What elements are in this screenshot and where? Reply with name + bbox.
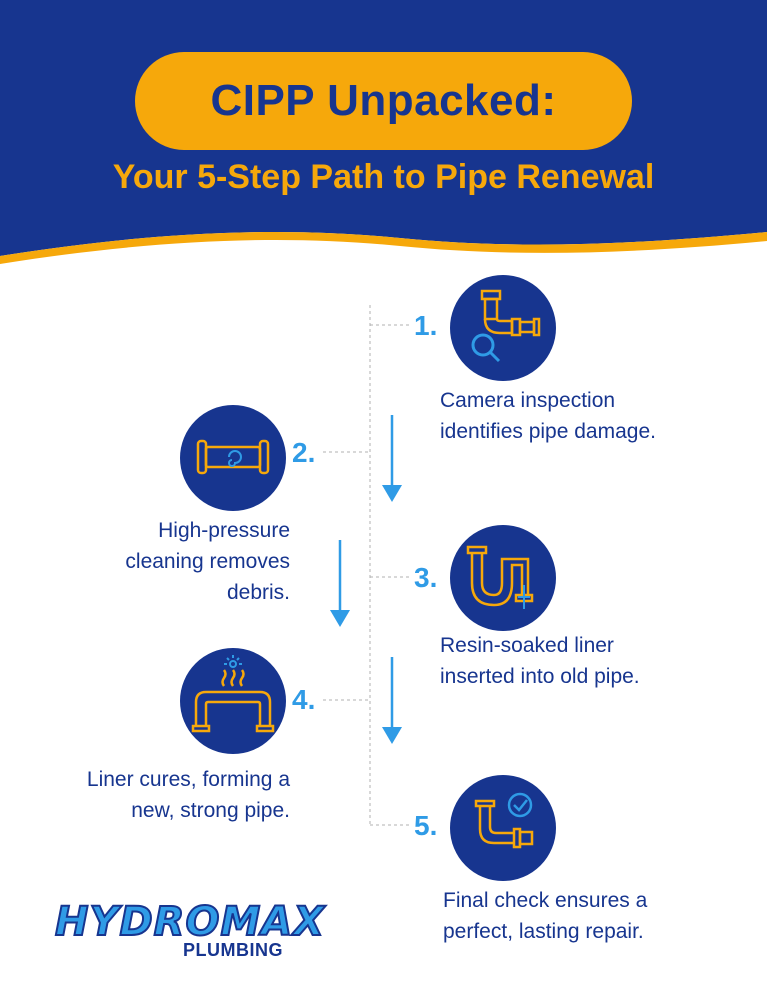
step-text-1: Camera inspection identifies pipe damage… <box>440 389 656 443</box>
arrow-down-icon <box>382 415 402 502</box>
pipe-cleaning-swirl-icon <box>180 405 286 511</box>
page-subtitle: Your 5-Step Path to Pipe Renewal <box>112 158 655 196</box>
step-text-3: Resin-soaked liner inserted into old pip… <box>440 634 640 688</box>
logo-wordmark: HYDROMAX <box>54 899 326 945</box>
step-number-3: 3. <box>414 562 438 593</box>
heated-pipe-icon <box>180 648 286 754</box>
arrows <box>330 415 402 744</box>
step-number-1: 1. <box>414 310 438 341</box>
step-number-4: 4. <box>292 684 316 715</box>
step-text-2: High-pressure cleaning removes debris. <box>125 519 290 604</box>
pipe-inspection-magnifier-icon <box>450 275 556 381</box>
page-title: CIPP Unpacked: <box>210 76 557 125</box>
step-text-4: Liner cures, forming a new, strong pipe. <box>86 768 290 822</box>
logo-subtext: PLUMBING <box>183 940 283 960</box>
dotted-timeline <box>323 305 410 826</box>
u-bend-liner-icon <box>450 525 556 631</box>
pipe-checkmark-icon <box>450 775 556 881</box>
hydromax-logo: HYDROMAX PLUMBING <box>54 899 325 964</box>
arrow-down-icon <box>382 657 402 744</box>
step-text-5: Final check ensures a perfect, lasting r… <box>443 889 648 943</box>
arrow-down-icon <box>330 540 350 627</box>
step-number-2: 2. <box>292 437 316 468</box>
title-pill: CIPP Unpacked: <box>135 52 632 150</box>
step-number-5: 5. <box>414 810 438 841</box>
header-banner: CIPP Unpacked: Your 5-Step Path to Pipe … <box>0 0 767 270</box>
